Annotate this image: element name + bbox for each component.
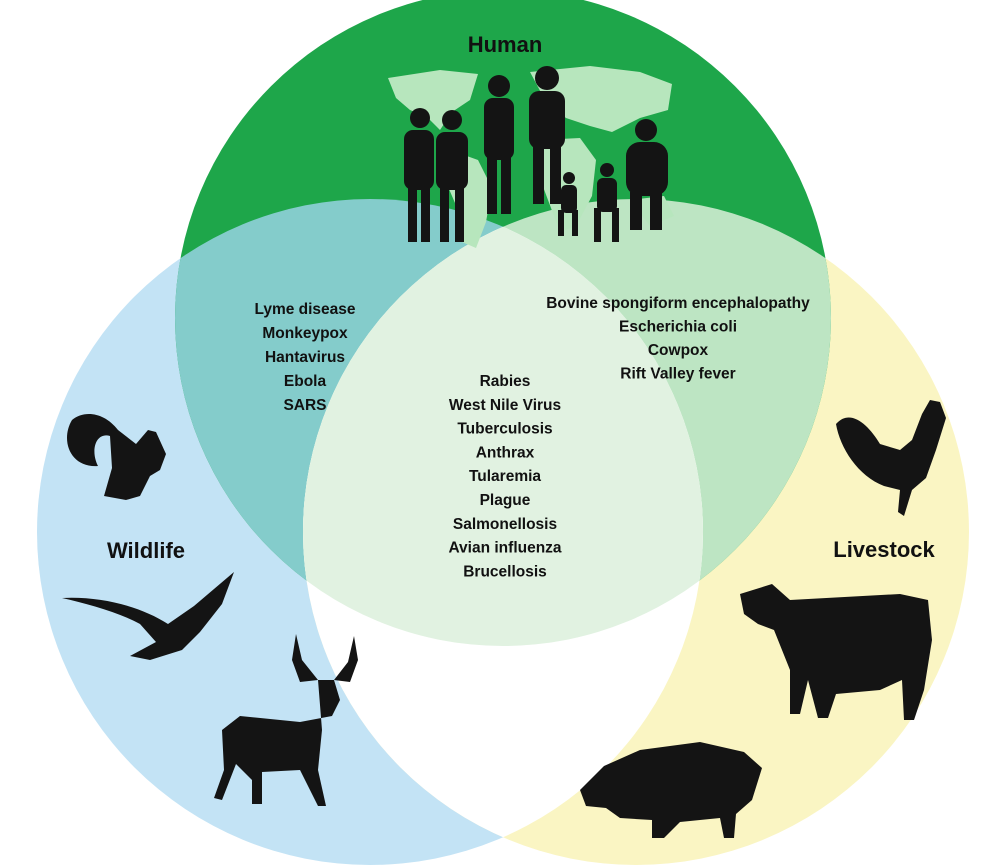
disease-item: SARS (283, 397, 326, 414)
human-livestock-disease-list: Bovine spongiform encephalopathyEscheric… (546, 295, 810, 383)
people-silhouette-icon (404, 66, 668, 242)
disease-item: Avian influenza (448, 540, 561, 557)
rooster-icon (836, 400, 946, 516)
cow-icon (740, 584, 932, 720)
disease-item: Hantavirus (265, 349, 345, 366)
deer-icon (214, 634, 358, 806)
disease-item: Rabies (480, 373, 531, 390)
disease-item: Tuberculosis (457, 421, 552, 438)
disease-item: Monkeypox (262, 325, 348, 342)
disease-item: Rift Valley fever (620, 366, 735, 383)
disease-item: Anthrax (476, 444, 535, 461)
disease-item: Tularemia (469, 468, 541, 485)
disease-item: Lyme disease (254, 301, 355, 318)
disease-item: Ebola (284, 373, 327, 390)
disease-item: Salmonellosis (453, 516, 557, 533)
human-label: Human (468, 32, 543, 57)
disease-item: Escherichia coli (619, 319, 737, 336)
pig-icon (580, 742, 762, 838)
disease-item: Plague (480, 492, 531, 509)
central-overlap-top (303, 199, 703, 646)
disease-item: Cowpox (648, 342, 709, 359)
disease-item: Bovine spongiform encephalopathy (546, 295, 810, 312)
disease-item: Brucellosis (463, 563, 547, 580)
wildlife-label: Wildlife (107, 538, 185, 563)
bird-icon (62, 572, 234, 660)
squirrel-icon (67, 414, 166, 500)
disease-item: West Nile Virus (449, 397, 561, 414)
livestock-label: Livestock (833, 537, 935, 562)
